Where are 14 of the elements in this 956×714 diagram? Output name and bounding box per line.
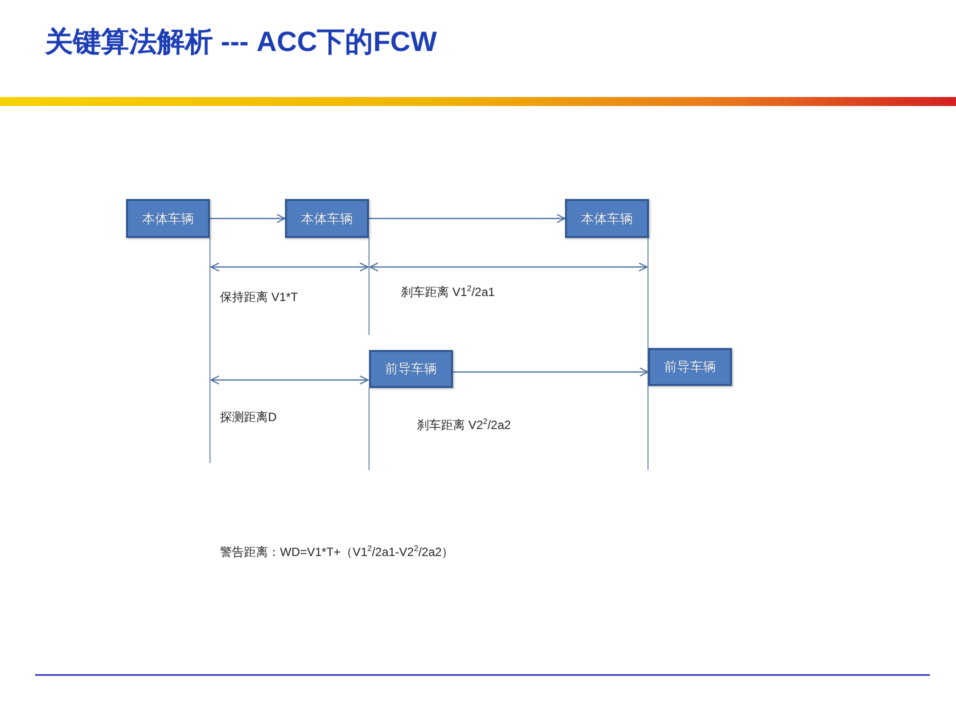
vehicle-box: 前导车辆 <box>648 348 732 386</box>
vehicle-box: 本体车辆 <box>126 199 210 238</box>
slide-title: 关键算法解析 --- ACC下的FCW <box>45 25 437 59</box>
dimension-label: 保持距离 V1*T <box>220 289 298 305</box>
arrow <box>210 214 286 224</box>
arrow <box>453 367 649 377</box>
vehicle-box: 本体车辆 <box>565 199 649 238</box>
vehicle-box: 前导车辆 <box>369 350 453 388</box>
dimension-label: 刹车距离 V1$^{2}$/2a1 <box>401 284 495 300</box>
formula-text: 警告距离：WD=V1*T+（V1$^{2}$/2a1-V2$^{2}$/2a2） <box>220 544 454 560</box>
arrow <box>369 214 566 224</box>
dimension-label: 探测距离D <box>220 409 277 425</box>
vehicle-box: 本体车辆 <box>285 199 369 238</box>
dimension-label: 刹车距离 V2$^{2}$/2a2 <box>417 417 511 433</box>
